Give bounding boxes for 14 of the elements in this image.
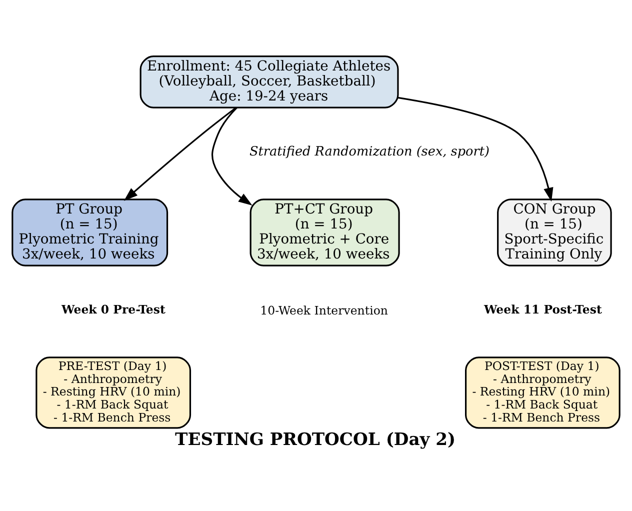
arrow — [212, 106, 252, 206]
label: 10-Week Intervention — [260, 303, 388, 318]
label: Stratified Randomization (sex, sport) — [250, 144, 490, 160]
node-box: POST-TEST (Day 1) - Anthropometry - Resting HRV (10 min) - 1-RM Back Squat - 1-RM Bench Press — [465, 356, 620, 428]
node-box: CON Group (n = 15) Sport-Specific Training Only — [497, 198, 612, 266]
arrow — [124, 106, 237, 200]
node-box: PRE-TEST (Day 1) - Anthropometry - Resting HRV (10 min) - 1-RM Back Squat - 1-RM Bench Press — [36, 356, 192, 428]
node-box: PT+CT Group (n = 15) Plyometric + Core 3x/week, 10 weeks — [250, 198, 400, 266]
label: Week 11 Post-Test — [484, 302, 602, 316]
node-box: Enrollment: 45 Collegiate Athletes (Volleyball, Soccer, Basketball) Age: 19-24 years — [140, 54, 399, 108]
node-box: PT Group (n = 15) Plyometric Training 3x/week, 10 weeks — [12, 198, 168, 266]
arrow — [398, 96, 554, 202]
caption: TESTING PROTOCOL (Day 2) — [175, 429, 456, 450]
label: Week 0 Pre-Test — [62, 302, 166, 316]
